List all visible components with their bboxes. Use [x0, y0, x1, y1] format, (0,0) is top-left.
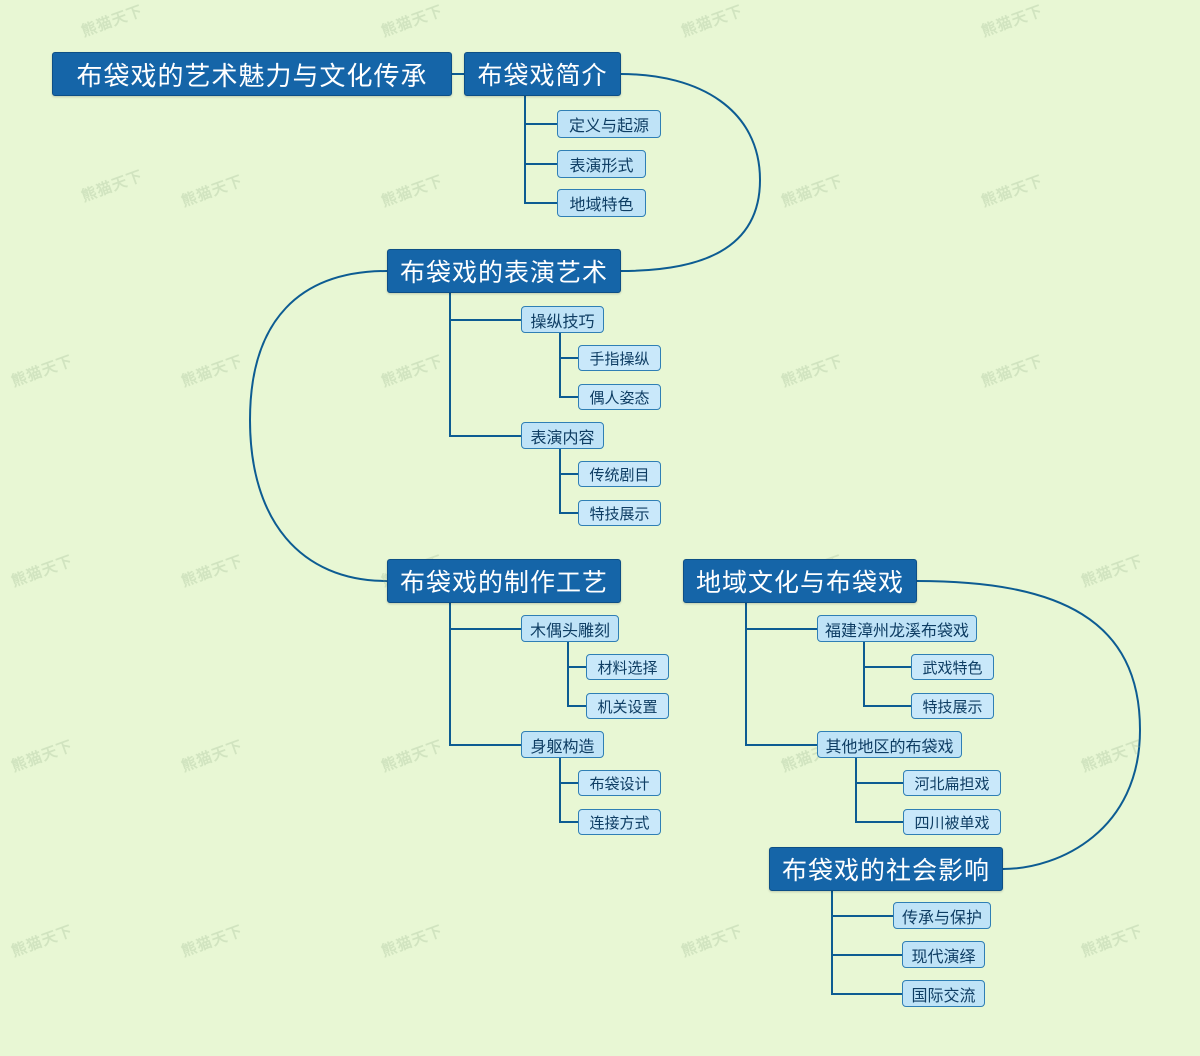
watermark-text: 熊猫天下	[379, 737, 446, 776]
node-e6938de7bab5e68a80e5b7a7[interactable]: 操纵技巧	[521, 306, 604, 333]
node-e581b6e4babae5a7bfe68081[interactable]: 偶人姿态	[578, 384, 661, 410]
connector-line	[524, 96, 557, 165]
node-e789b9e68a80e5b195e7a4ba[interactable]: 特技展示	[911, 693, 994, 719]
watermark-text: 熊猫天下	[679, 2, 746, 41]
node-e4bca0e7bb9fe589a7e79bae[interactable]: 传统剧目	[578, 461, 661, 487]
watermark-text: 熊猫天下	[379, 172, 446, 211]
watermark-text: 熊猫天下	[179, 552, 246, 591]
connector-line	[831, 891, 902, 995]
node-e59cb0e59f9fe789b9e889b2[interactable]: 地域特色	[557, 189, 646, 217]
watermark-text: 熊猫天下	[79, 167, 146, 206]
connector-line	[449, 293, 521, 321]
watermark-text: 熊猫天下	[9, 737, 76, 776]
node-e69cbae585b3e8aebee7bdae[interactable]: 机关设置	[586, 693, 669, 719]
connector-line	[559, 333, 578, 398]
watermark-text: 熊猫天下	[79, 2, 146, 41]
node-e5b883e8a28be6888fe79a84[interactable]: 布袋戏的社会影响	[769, 847, 1003, 891]
watermark-text: 熊猫天下	[979, 352, 1046, 391]
node-e59bbde99985e4baa4e6b581[interactable]: 国际交流	[902, 980, 985, 1007]
node-e789b9e68a80e5b195e7a4ba[interactable]: 特技展示	[578, 500, 661, 526]
watermark-text: 熊猫天下	[779, 352, 846, 391]
watermark-text: 熊猫天下	[1079, 922, 1146, 961]
watermark-text: 熊猫天下	[179, 737, 246, 776]
watermark-text: 熊猫天下	[179, 922, 246, 961]
watermark-text: 熊猫天下	[979, 2, 1046, 41]
node-e69ca8e581b6e5a4b4e99b95[interactable]: 木偶头雕刻	[521, 615, 619, 642]
watermark-text: 熊猫天下	[779, 172, 846, 211]
connector-line	[449, 603, 521, 630]
node-e59b9be5b79de8a2abe58d95[interactable]: 四川被单戏	[903, 809, 1001, 835]
connector-line	[449, 603, 521, 746]
connector-line	[831, 891, 902, 956]
connector-line	[449, 293, 521, 437]
connector-line	[559, 449, 578, 514]
watermark-text: 熊猫天下	[379, 922, 446, 961]
watermark-text: 熊猫天下	[179, 172, 246, 211]
connector-line	[524, 96, 557, 204]
connector-line	[855, 758, 903, 823]
connector-line	[559, 758, 578, 823]
connector-line	[567, 642, 586, 668]
connector-line	[863, 642, 911, 707]
node-e69d90e69699e98089e68ba9[interactable]: 材料选择	[586, 654, 669, 680]
node-e8bf9ee68ea5e696b9e5bc8f[interactable]: 连接方式	[578, 809, 661, 835]
connector-line	[855, 758, 903, 784]
connector-line	[559, 758, 578, 784]
node-e78eb0e4bba3e6bc94e7bb8e[interactable]: 现代演绎	[902, 941, 985, 968]
node-e5b883e8a28be6888fe79a84[interactable]: 布袋戏的艺术魅力与文化传承	[52, 52, 452, 96]
node-e6898be68c87e6938de7bab5[interactable]: 手指操纵	[578, 345, 661, 371]
connector-line	[863, 642, 911, 668]
watermark-text: 熊猫天下	[379, 2, 446, 41]
connector-line	[745, 603, 817, 630]
watermark-text: 熊猫天下	[979, 172, 1046, 211]
node-e6b2b3e58c97e68981e68b85[interactable]: 河北扁担戏	[903, 770, 1001, 796]
node-e5b883e8a28be6888fe7ae80[interactable]: 布袋戏简介	[464, 52, 621, 96]
watermark-text: 熊猫天下	[1079, 737, 1146, 776]
node-e6ada6e6888fe789b9e889b2[interactable]: 武戏特色	[911, 654, 994, 680]
connector-line	[559, 333, 578, 359]
node-e5b883e8a28be8aebee8aea1[interactable]: 布袋设计	[578, 770, 661, 796]
node-e8a1a8e6bc94e58685e5aeb9[interactable]: 表演内容	[521, 422, 604, 449]
watermark-text: 熊猫天下	[379, 352, 446, 391]
node-e5ae9ae4b989e4b88ee8b5b7[interactable]: 定义与起源	[557, 110, 661, 138]
node-e8a1a8e6bc94e5bda2e5bc8f[interactable]: 表演形式	[557, 150, 646, 178]
connector-line	[831, 891, 893, 917]
node-e7a68fe5bbbae6bcb3e5b79e[interactable]: 福建漳州龙溪布袋戏	[817, 615, 977, 642]
node-e4bca0e689bfe4b88ee4bf9d[interactable]: 传承与保护	[893, 902, 991, 929]
node-e5b883e8a28be6888fe79a84[interactable]: 布袋戏的制作工艺	[387, 559, 621, 603]
node-e585b6e4bb96e59cb0e58cba[interactable]: 其他地区的布袋戏	[817, 731, 962, 758]
node-e8baabe8baafe69e84e980a0[interactable]: 身躯构造	[521, 731, 604, 758]
node-e59cb0e59f9fe69687e58c96[interactable]: 地域文化与布袋戏	[683, 559, 917, 603]
watermark-text: 熊猫天下	[9, 352, 76, 391]
watermark-text: 熊猫天下	[179, 352, 246, 391]
watermark-text: 熊猫天下	[9, 922, 76, 961]
connector-line	[524, 96, 557, 125]
connector-line	[248, 270, 388, 582]
node-e5b883e8a28be6888fe79a84[interactable]: 布袋戏的表演艺术	[387, 249, 621, 293]
connector-line	[745, 603, 817, 746]
connector-line	[559, 449, 578, 475]
connector-line	[567, 642, 586, 707]
watermark-text: 熊猫天下	[679, 922, 746, 961]
watermark-text: 熊猫天下	[1079, 552, 1146, 591]
watermark-text: 熊猫天下	[9, 552, 76, 591]
